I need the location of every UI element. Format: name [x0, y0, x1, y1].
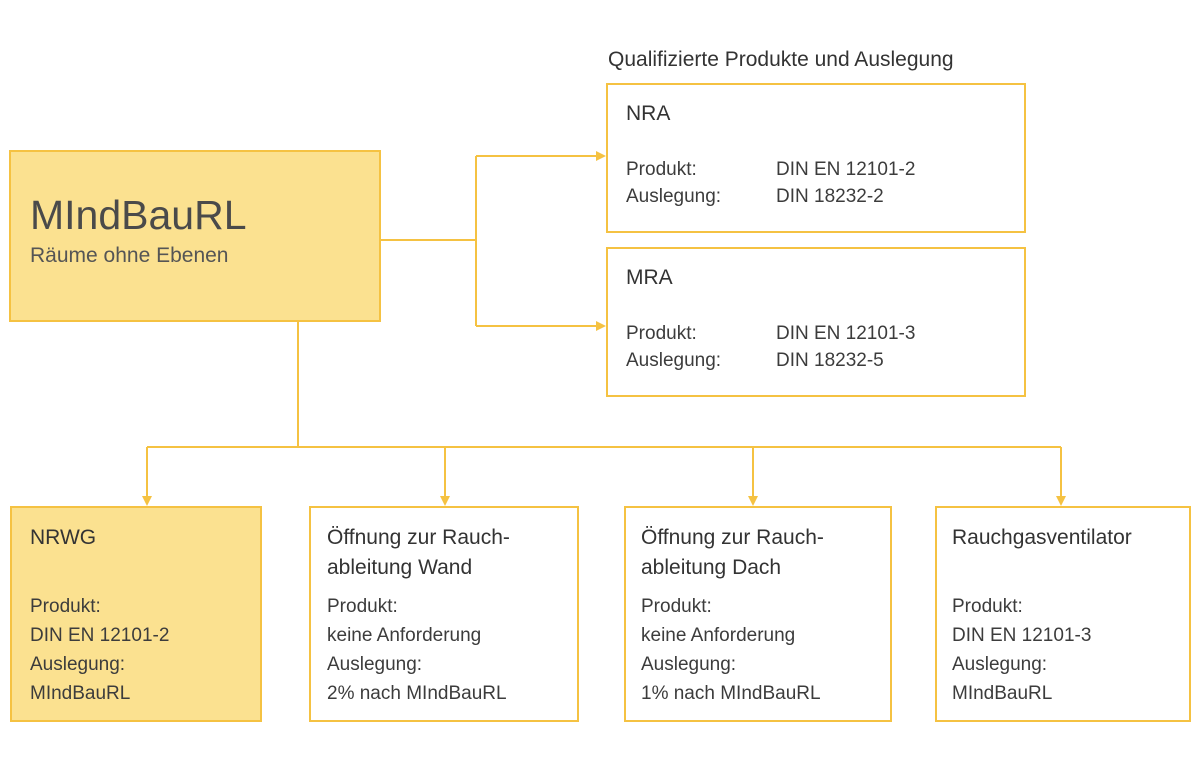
main-subtitle: Räume ohne Ebenen	[30, 244, 229, 267]
mra-value-auslegung: DIN 18232-5	[776, 350, 884, 371]
oeffnung-wand-line-3: Auslegung:	[327, 654, 423, 675]
rauchgasventilator-line-1: Produkt:	[952, 596, 1023, 617]
oeffnung-dach-line-4: 1% nach MIndBauRL	[641, 683, 821, 704]
rauchgasventilator-line-3: Auslegung:	[952, 654, 1048, 675]
oeffnung-dach-box: Öffnung zur Rauch- ableitung Dach Produk…	[624, 506, 892, 722]
oeffnung-dach-title-2: ableitung Dach	[641, 556, 782, 579]
section-heading: Qualifizierte Produkte und Auslegung	[608, 48, 954, 71]
nra-label-produkt: Produkt:	[626, 159, 697, 180]
nrwg-title: NRWG	[30, 526, 97, 549]
nra-value-produkt: DIN EN 12101-2	[776, 159, 916, 180]
rauchgasventilator-line-2: DIN EN 12101-3	[952, 625, 1092, 646]
oeffnung-wand-box: Öffnung zur Rauch- ableitung Wand Produk…	[309, 506, 579, 722]
oeffnung-dach-line-2: keine Anforderung	[641, 625, 796, 646]
nra-label-auslegung: Auslegung:	[626, 186, 722, 207]
oeffnung-wand-title-2: ableitung Wand	[327, 556, 473, 579]
oeffnung-dach-title-1: Öffnung zur Rauch-	[641, 526, 824, 549]
oeffnung-wand-title-1: Öffnung zur Rauch-	[327, 526, 510, 549]
nrwg-line-2: DIN EN 12101-2	[30, 625, 170, 646]
main-box: MIndBauRL Räume ohne Ebenen	[9, 150, 381, 322]
nra-title: NRA	[626, 102, 671, 125]
main-title: MIndBauRL	[30, 192, 247, 238]
nrwg-line-3: Auslegung:	[30, 654, 126, 675]
oeffnung-wand-line-4: 2% nach MIndBauRL	[327, 683, 507, 704]
mra-label-auslegung: Auslegung:	[626, 350, 722, 371]
mra-box: MRA Produkt: DIN EN 12101-3 Auslegung: D…	[606, 247, 1026, 397]
oeffnung-wand-line-2: keine Anforderung	[327, 625, 482, 646]
nrwg-line-4: MIndBauRL	[30, 683, 131, 704]
oeffnung-dach-line-1: Produkt:	[641, 596, 712, 617]
nra-box: NRA Produkt: DIN EN 12101-2 Auslegung: D…	[606, 83, 1026, 233]
oeffnung-dach-line-3: Auslegung:	[641, 654, 737, 675]
nrwg-box: NRWG Produkt: DIN EN 12101-2 Auslegung: …	[10, 506, 262, 722]
rauchgasventilator-box: Rauchgasventilator Produkt: DIN EN 12101…	[935, 506, 1191, 722]
mra-title: MRA	[626, 266, 673, 289]
oeffnung-wand-line-1: Produkt:	[327, 596, 398, 617]
mra-value-produkt: DIN EN 12101-3	[776, 323, 916, 344]
nrwg-line-1: Produkt:	[30, 596, 101, 617]
mra-label-produkt: Produkt:	[626, 323, 697, 344]
rauchgasventilator-line-4: MIndBauRL	[952, 683, 1053, 704]
nra-value-auslegung: DIN 18232-2	[776, 186, 884, 207]
rauchgasventilator-title: Rauchgasventilator	[952, 526, 1132, 549]
